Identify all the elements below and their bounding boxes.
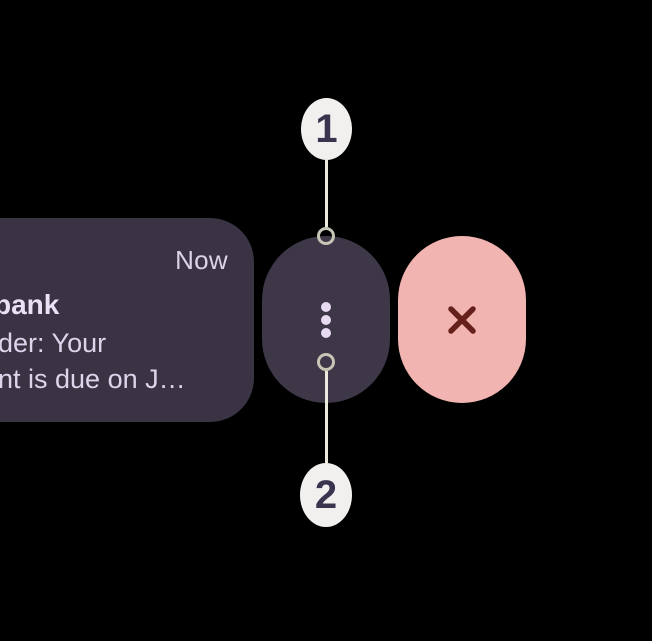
overflow-menu-icon: [321, 301, 331, 338]
callout-1-label: 1: [315, 107, 338, 151]
callout-2-ring: [317, 353, 335, 371]
notification-title: bank: [0, 289, 60, 320]
close-icon: [448, 305, 476, 334]
dismiss-button[interactable]: [398, 236, 526, 403]
callout-1-badge: 1: [301, 98, 352, 160]
callout-2-connector: [325, 371, 328, 463]
menu-dot: [321, 301, 331, 312]
notification-timestamp: Now: [175, 245, 228, 275]
notification-card[interactable]: Now bank der: Your nt is due on J…: [0, 218, 254, 422]
notification-body-line-2: nt is due on J…: [0, 364, 186, 394]
menu-dot: [321, 314, 331, 325]
notification-body-line-1: der: Your: [0, 328, 107, 358]
callout-2-badge: 2: [300, 463, 352, 527]
callout-2-label: 2: [314, 473, 338, 517]
callout-1-ring: [317, 227, 335, 245]
callout-1-connector: [325, 160, 328, 227]
menu-dot: [321, 327, 331, 338]
